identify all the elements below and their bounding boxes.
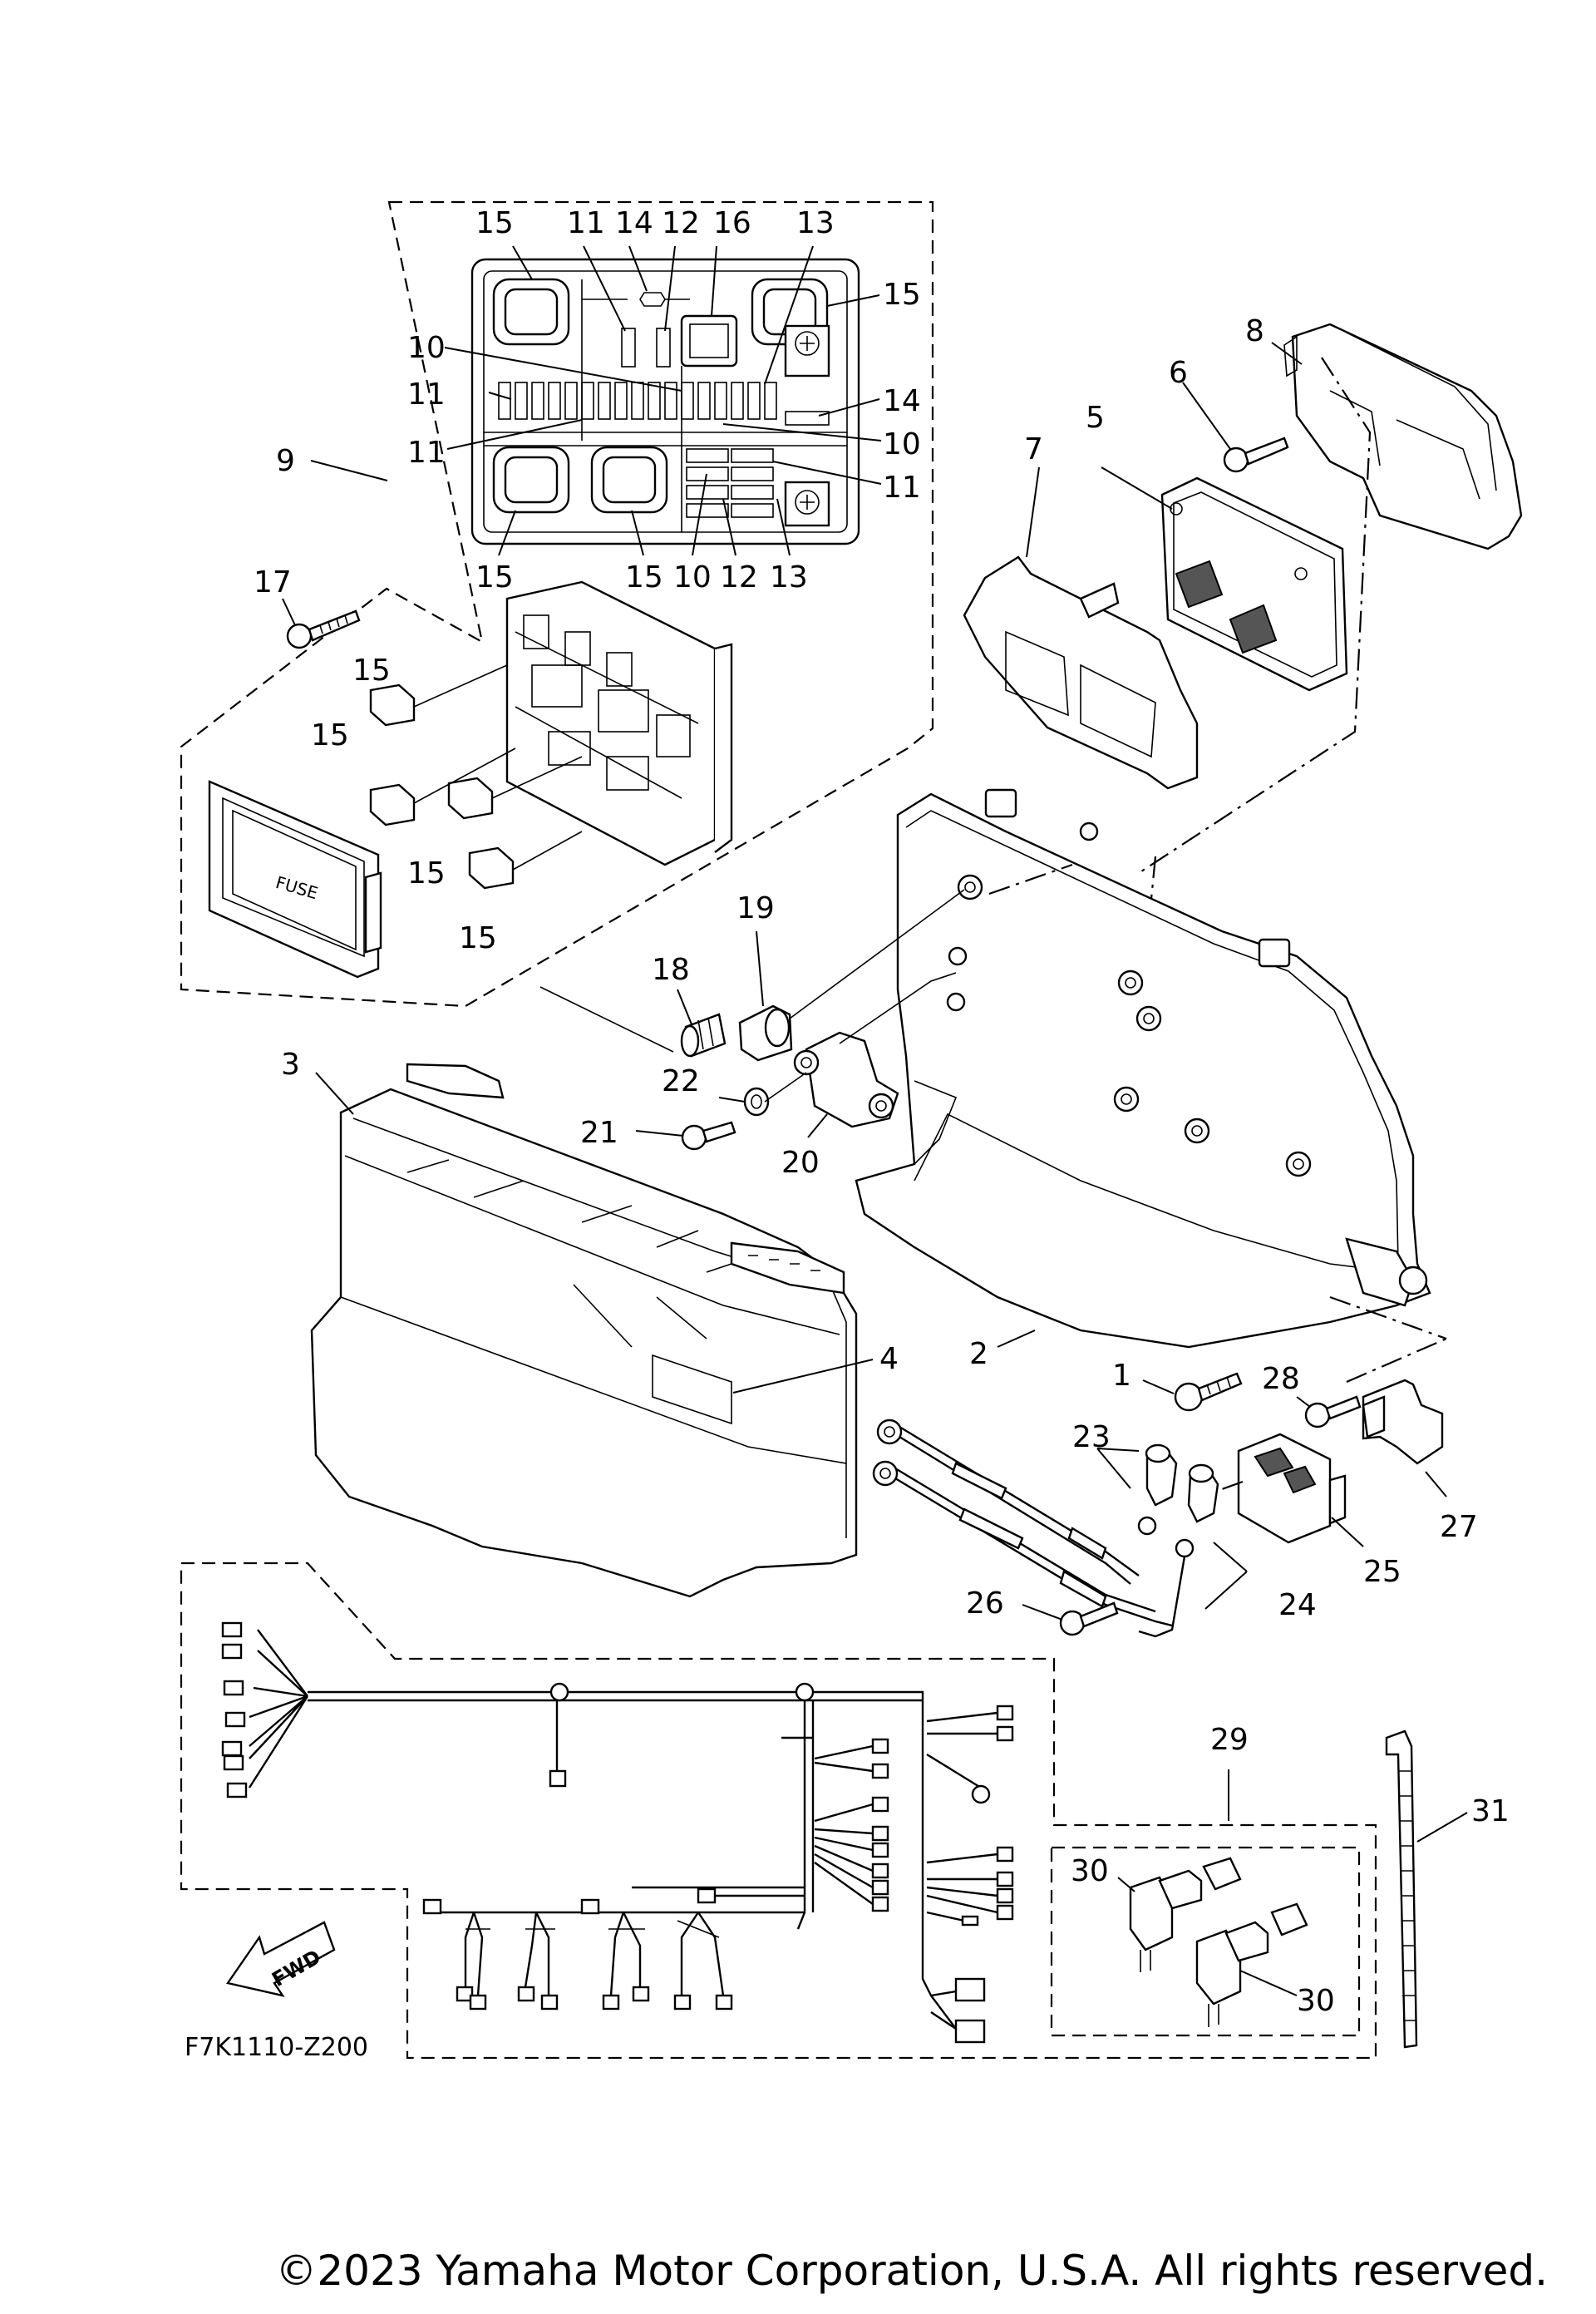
callout-16: 16 xyxy=(713,206,751,240)
callout-27: 27 xyxy=(1440,1510,1478,1544)
callout-4: 4 xyxy=(879,1342,899,1376)
callout-11: 11 xyxy=(883,471,921,505)
callout-15: 15 xyxy=(475,206,514,240)
electrical-box-tray xyxy=(539,788,1447,1349)
callout-11: 11 xyxy=(407,436,446,470)
callout-15: 15 xyxy=(311,718,349,752)
connector-group xyxy=(1050,1729,1468,2049)
callout-12: 12 xyxy=(662,206,700,240)
callout-12: 12 xyxy=(720,560,758,595)
callout-11: 11 xyxy=(407,377,446,412)
callout-15: 15 xyxy=(407,856,446,891)
callout-14: 14 xyxy=(615,206,653,240)
bolt-1 xyxy=(1174,1372,1243,1412)
callout-20: 20 xyxy=(781,1146,820,1180)
callout-23: 23 xyxy=(1072,1420,1111,1454)
callout-26: 26 xyxy=(966,1586,1004,1621)
callout-10: 10 xyxy=(883,427,921,461)
ecm-group xyxy=(963,323,1523,1028)
grommet-18 xyxy=(680,1013,727,1058)
callout-31: 31 xyxy=(1471,1794,1510,1828)
callout-3: 3 xyxy=(281,1048,300,1082)
callout-5: 5 xyxy=(1086,401,1105,435)
callout-6: 6 xyxy=(1169,356,1188,390)
callout-22: 22 xyxy=(662,1064,700,1098)
callout-21: 21 xyxy=(580,1116,618,1150)
fuse-cover: FUSE xyxy=(208,780,382,979)
callout-15: 15 xyxy=(475,560,514,595)
callout-7: 7 xyxy=(1024,432,1043,466)
callout-15: 15 xyxy=(352,654,391,688)
callout-28: 28 xyxy=(1262,1362,1300,1396)
grommet-19 xyxy=(738,1004,793,1062)
battery-cables xyxy=(872,1418,1248,1638)
bolt-28 xyxy=(1304,1395,1362,1428)
copyright-notice: ©2023 Yamaha Motor Corporation, U.S.A. A… xyxy=(275,2247,1548,2295)
callout-15: 15 xyxy=(625,560,663,595)
relay-25 xyxy=(1237,1433,1347,1544)
callout-30: 30 xyxy=(1071,1854,1109,1888)
callout-9: 9 xyxy=(276,444,295,478)
callout-15: 15 xyxy=(459,921,497,955)
callout-19: 19 xyxy=(736,891,775,925)
electrical-box-cover xyxy=(310,1063,874,1598)
callout-24: 24 xyxy=(1278,1588,1317,1622)
callout-8: 8 xyxy=(1245,314,1264,348)
callout-17: 17 xyxy=(254,565,292,599)
callout-labels: 15 11 14 12 16 13 15 10 11 14 9 11 10 11… xyxy=(254,206,1510,2018)
callout-18: 18 xyxy=(652,953,690,987)
bolt-17 xyxy=(286,609,361,649)
callout-2: 2 xyxy=(969,1337,988,1371)
callout-14: 14 xyxy=(883,384,921,418)
bracket-27 xyxy=(1362,1379,1444,1465)
diagram-code: F7K1110-Z200 xyxy=(185,2033,368,2062)
callout-25: 25 xyxy=(1363,1555,1401,1589)
callout-13: 13 xyxy=(796,206,835,240)
fwd-arrow-icon: FWD xyxy=(226,1921,336,1997)
callout-30: 30 xyxy=(1297,1984,1335,2018)
callout-29: 29 xyxy=(1210,1723,1249,1757)
mount-20 xyxy=(793,1031,899,1128)
callout-10: 10 xyxy=(407,331,446,365)
callout-1: 1 xyxy=(1112,1359,1131,1393)
callout-11: 11 xyxy=(567,206,605,240)
fuse-box-group: FUSE xyxy=(180,200,934,1008)
callout-15: 15 xyxy=(883,278,921,312)
callout-13: 13 xyxy=(770,560,808,595)
callout-10: 10 xyxy=(673,560,712,595)
wire-harness-group: FWD F7K1110-Z200 xyxy=(180,1562,1377,2062)
